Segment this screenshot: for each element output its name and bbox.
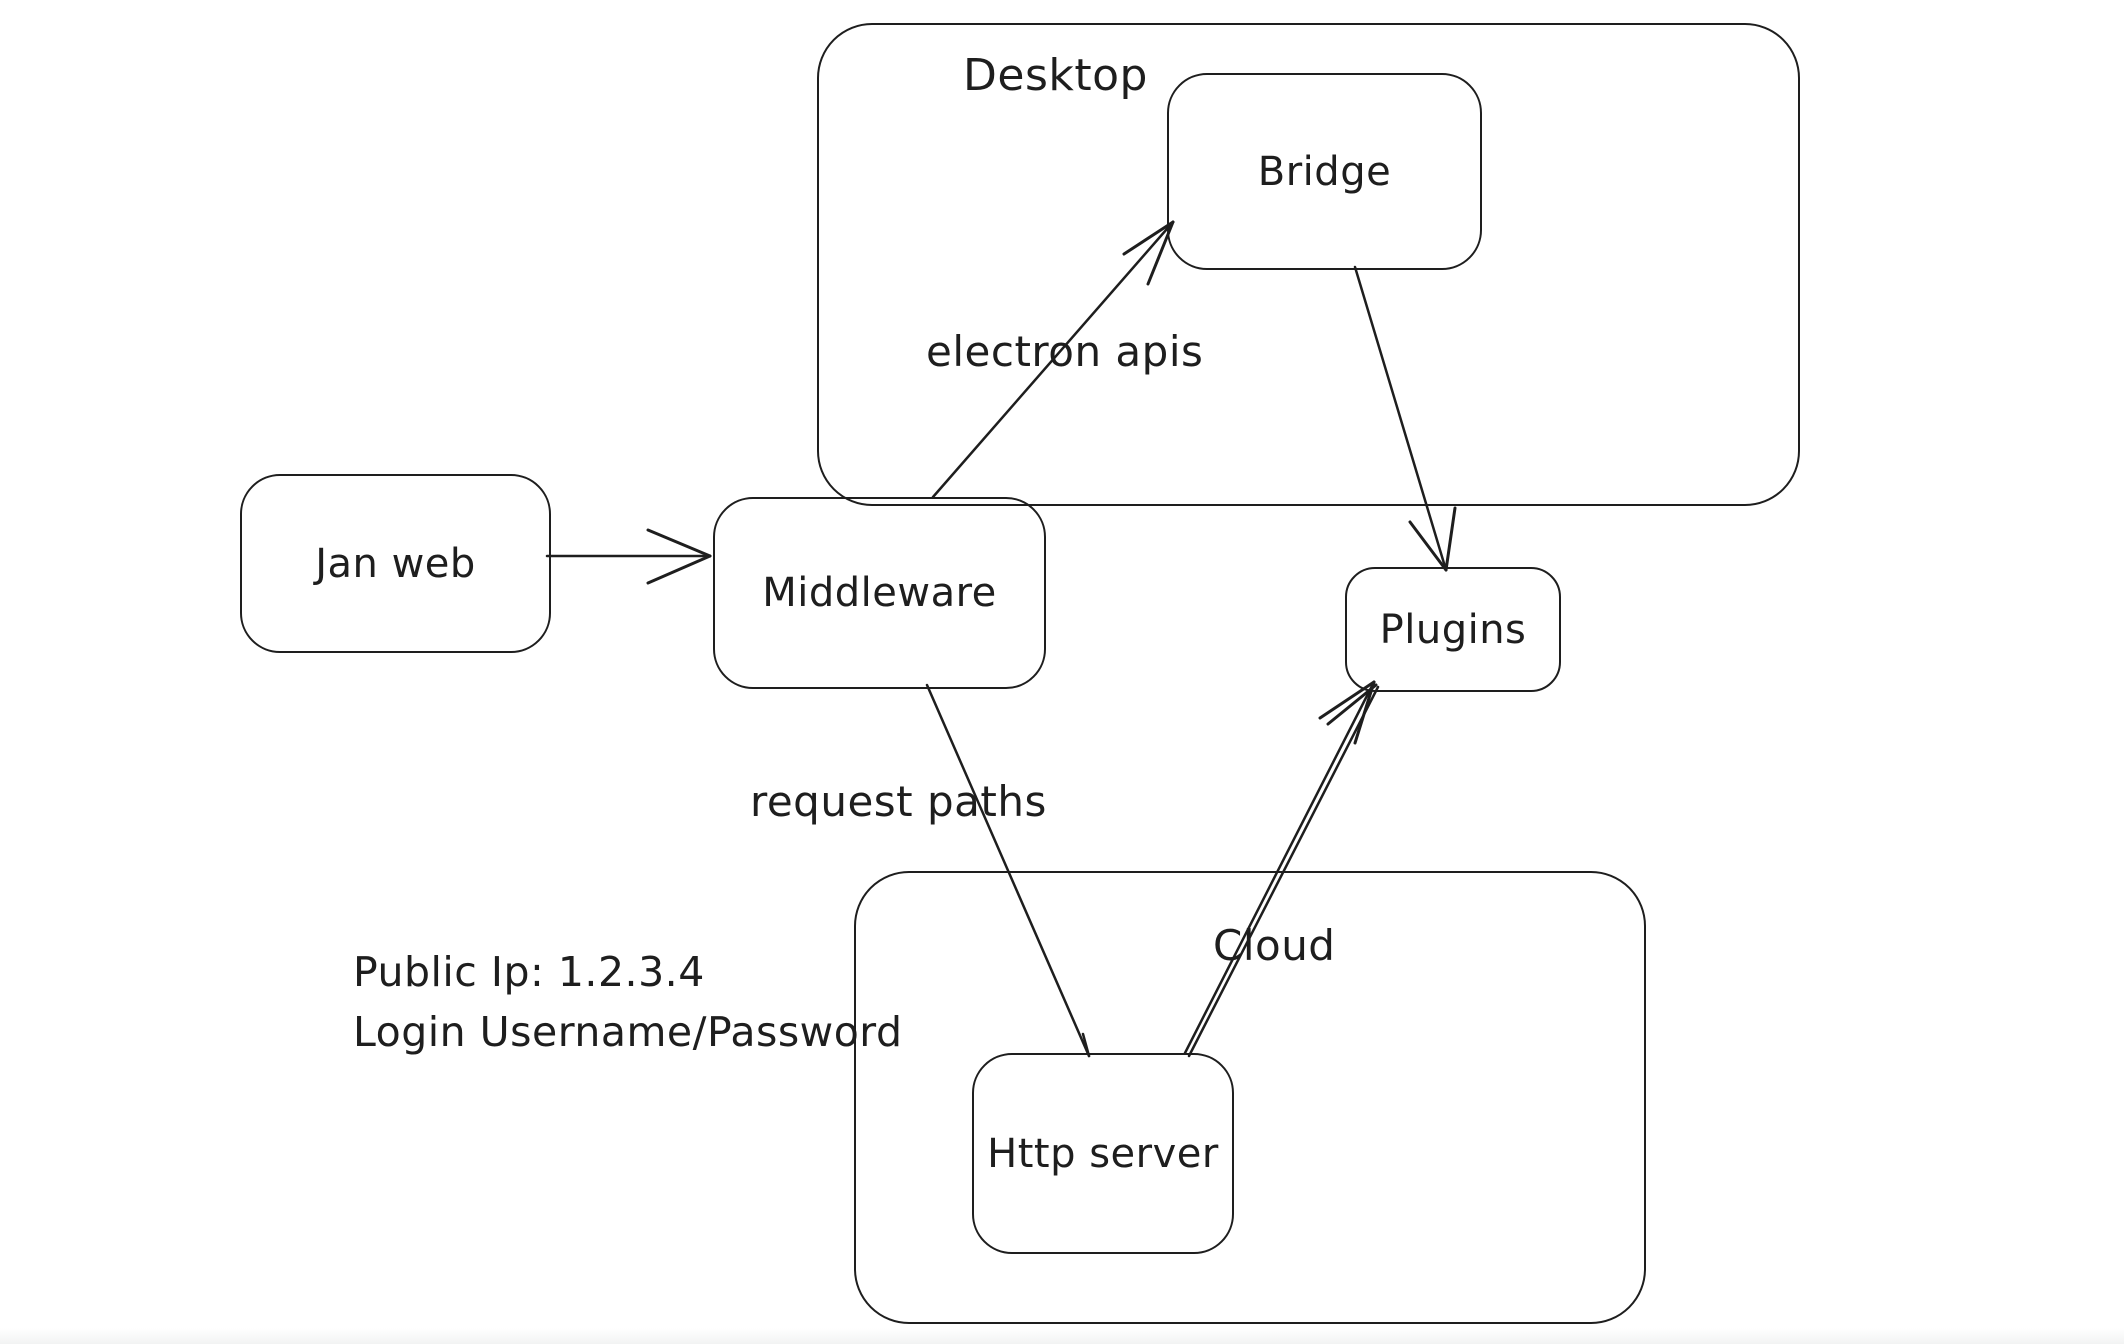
plugins-node-label: Plugins: [1379, 606, 1527, 653]
cloud-credentials-annotation: Public Ip: 1.2.3.4 Login Username/Passwo…: [353, 942, 902, 1062]
request-paths-edge-label: request paths: [750, 777, 1047, 826]
middleware-node-label: Middleware: [762, 570, 997, 616]
middleware-node[interactable]: Middleware: [713, 497, 1046, 689]
jan-web-node[interactable]: Jan web: [240, 474, 551, 653]
login-text: Login Username/Password: [353, 1008, 903, 1056]
public-ip-text: Public Ip: 1.2.3.4: [353, 948, 705, 996]
desktop-container-label: Desktop: [963, 50, 1148, 101]
edge-janweb-middleware[interactable]: [545, 528, 712, 585]
plugins-node[interactable]: Plugins: [1345, 567, 1561, 692]
http-server-node-label: Http server: [987, 1130, 1219, 1177]
edge-middleware-httpserver[interactable]: [925, 683, 1091, 1058]
canvas-bottom-edge: [0, 1328, 2124, 1344]
bridge-node-label: Bridge: [1257, 148, 1392, 195]
http-server-node[interactable]: Http server: [972, 1053, 1234, 1254]
cloud-container-label: Cloud: [1213, 921, 1336, 970]
electron-apis-edge-label: electron apis: [926, 327, 1204, 376]
edge-httpserver-plugins[interactable]: [1183, 680, 1380, 1058]
edge-bridge-plugins[interactable]: [1353, 265, 1457, 572]
bridge-node[interactable]: Bridge: [1167, 73, 1482, 270]
jan-web-node-label: Jan web: [315, 540, 476, 587]
